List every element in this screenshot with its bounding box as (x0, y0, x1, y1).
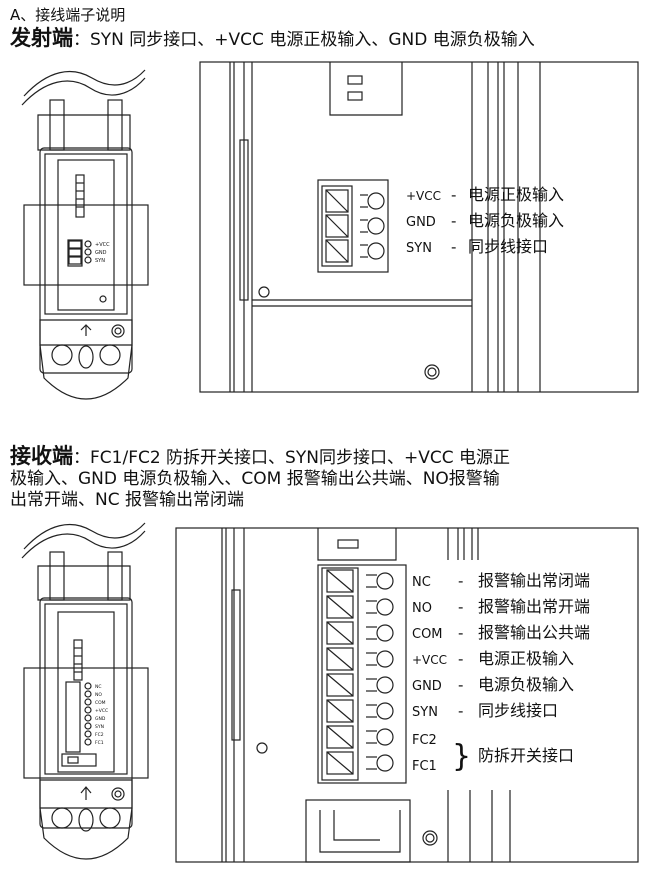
rx-terminal-code-gnd: GND (412, 679, 442, 694)
rx-mini-label-com: COM (95, 700, 106, 706)
rx-terminal-desc-nc: 报警输出常闭端 (478, 571, 590, 590)
transmitter-device-illustration (21, 69, 149, 400)
rx-terminal-desc-vcc: 电源正极输入 (478, 649, 574, 668)
tx-terminal-dash-vcc: - (451, 186, 456, 204)
rx-terminal-code-fc2: FC2 (412, 733, 437, 748)
transmitter-terminal-labels: +VCC - 电源正极输入 GND - 电源负极输入 SYN - 同步线接口 (406, 185, 564, 256)
tx-terminal-code-gnd: GND (406, 215, 436, 230)
tx-terminal-code-syn: SYN (406, 241, 432, 256)
rx-terminal-code-com: COM (412, 627, 443, 642)
receiver-description-line-1: ：FC1/FC2 防拆开关接口、SYN同步接口、+VCC 电源正 (73, 448, 510, 468)
rx-terminal-dash-nc: - (458, 572, 463, 590)
rx-mini-label-nc: NC (95, 684, 102, 690)
tamper-brace: } (452, 739, 471, 774)
section-title: A、接线端子说明 (10, 6, 126, 24)
rx-terminal-code-fc1: FC1 (412, 759, 437, 774)
rx-terminal-desc-syn: 同步线接口 (478, 701, 558, 720)
rx-tamper-desc: 防拆开关接口 (478, 746, 574, 765)
tx-terminal-desc-syn: 同步线接口 (468, 237, 548, 256)
rx-terminal-desc-com: 报警输出公共端 (478, 623, 590, 642)
rx-terminal-code-no: NO (412, 601, 432, 616)
receiver-device-illustration (21, 522, 149, 860)
rx-terminal-desc-no: 报警输出常开端 (478, 597, 590, 616)
rx-mini-label-vcc: +VCC (95, 708, 108, 714)
tx-terminal-desc-vcc: 电源正极输入 (468, 185, 564, 204)
rx-terminal-code-syn: SYN (412, 705, 438, 720)
rx-mini-label-fc2: FC2 (95, 732, 104, 738)
receiver-terminal-labels: NC - 报警输出常闭端 NO - 报警输出常开端 COM - 报警输出公共端 … (412, 571, 590, 774)
rx-mini-label-fc1: FC1 (95, 740, 104, 746)
rx-terminal-code-vcc: +VCC (412, 653, 447, 667)
rx-terminal-dash-gnd: - (458, 676, 463, 694)
receiver-terminal-block (326, 569, 394, 775)
receiver-description-line-2: 极输入、GND 电源负极输入、COM 报警输出公共端、NO报警输 (10, 469, 500, 489)
rx-terminal-dash-no: - (458, 598, 463, 616)
transmitter-description: ：SYN 同步接口、+VCC 电源正极输入、GND 电源负极输入 (73, 30, 535, 50)
transmitter-enlarged-view (199, 61, 639, 393)
rx-mini-label-no: NO (95, 692, 102, 698)
tx-mini-label-vcc: +VCC (95, 242, 110, 248)
rx-terminal-dash-vcc: - (458, 650, 463, 668)
rx-terminal-desc-gnd: 电源负极输入 (478, 675, 574, 694)
tx-terminal-code-vcc: +VCC (406, 189, 441, 203)
receiver-enlarged-view (175, 527, 639, 863)
rx-terminal-dash-syn: - (458, 702, 463, 720)
tx-terminal-dash-syn: - (451, 238, 456, 256)
tx-terminal-dash-gnd: - (451, 212, 456, 230)
transmitter-heading: 发射端：SYN 同步接口、+VCC 电源正极输入、GND 电源负极输入 (10, 28, 535, 51)
rx-terminal-dash-com: - (458, 624, 463, 642)
receiver-title: 接收端 (10, 444, 73, 468)
tx-mini-label-syn: SYN (95, 258, 105, 264)
rx-mini-label-gnd: GND (95, 716, 106, 722)
rx-terminal-code-nc: NC (412, 575, 431, 590)
rx-mini-label-syn: SYN (95, 724, 104, 730)
receiver-description-line-3: 出常开端、NC 报警输出常闭端 (10, 490, 244, 510)
receiver-heading-line-1: 接收端：FC1/FC2 防拆开关接口、SYN同步接口、+VCC 电源正 (10, 446, 640, 469)
tx-mini-label-gnd: GND (95, 250, 107, 256)
tx-terminal-desc-gnd: 电源负极输入 (468, 211, 564, 230)
receiver-heading: 接收端：FC1/FC2 防拆开关接口、SYN同步接口、+VCC 电源正 极输入、… (10, 446, 640, 511)
transmitter-title: 发射端 (10, 26, 73, 50)
